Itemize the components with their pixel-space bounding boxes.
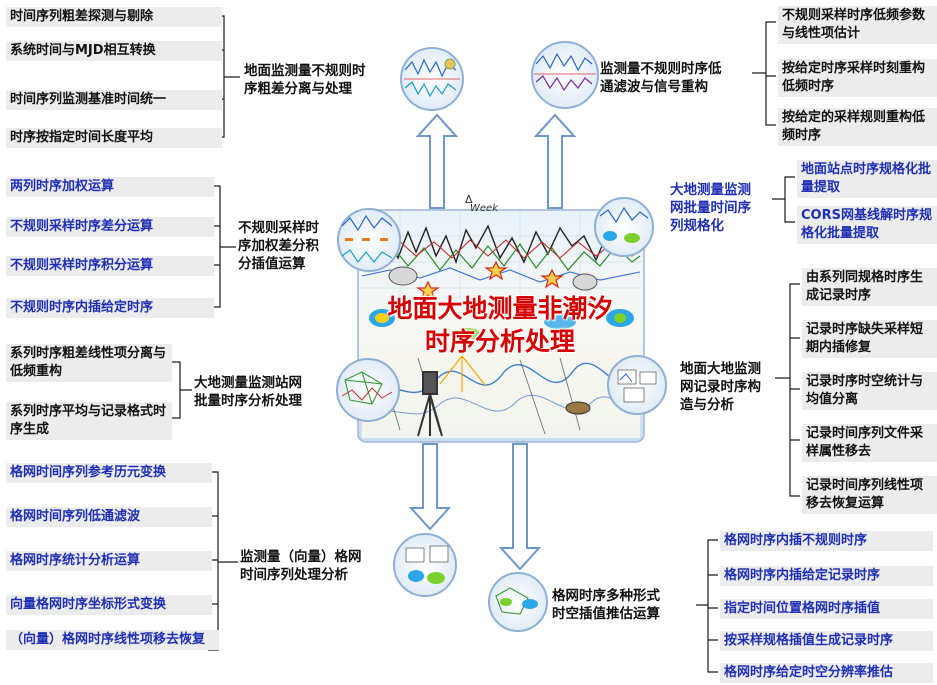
module-6-title: 地面大地监测网记录时序构造与分析 <box>680 361 761 413</box>
module-1-item: 时序按指定时间长度平均 <box>6 128 222 148</box>
module-3-item: 两列时序加权运算 <box>6 177 214 197</box>
module-4-item: CORS网基线解时序规格化批量提取 <box>797 206 937 244</box>
module-5-title: 大地测量监测站网批量时序分析处理 <box>194 375 302 409</box>
module-3-item: 不规则采样时序差分运算 <box>6 217 214 237</box>
thumb-m1 <box>400 47 464 111</box>
module-4-title: 大地测量监测网批量时间序列规格化 <box>670 182 751 234</box>
module-6-item: 由系列同规格时序生成记录时序 <box>802 268 937 306</box>
module-6-item: 记录时序缺失采样短期内插修复 <box>802 320 937 358</box>
module-3-title: 不规则采样时序加权差分积分插值运算 <box>238 220 319 272</box>
module-6-item: 记录时序时空统计与均值分离 <box>802 372 937 410</box>
arrow-up-left <box>415 113 459 209</box>
module-1-title: 地面监测量不规则时序粗差分离与处理 <box>244 63 366 97</box>
thumb-m3 <box>337 208 401 272</box>
thumb-m6 <box>607 355 667 415</box>
module-7-item: 向量格网时序坐标形式变换 <box>6 595 212 615</box>
thumb-m8 <box>488 572 548 632</box>
module-1-item: 系统时间与MJD相互转换 <box>6 41 222 61</box>
delta-symbol: Δ <box>465 193 473 206</box>
thumb-m5 <box>336 358 400 422</box>
module-8-item: 格网时序内插不规则时序 <box>720 531 933 551</box>
module-7-title: 监测量（向量）格网时间序列处理分析 <box>240 549 362 583</box>
module-8-item: 按采样规格插值生成记录时序 <box>720 631 933 651</box>
module-3-item: 不规则时序内插给定时序 <box>6 298 214 318</box>
thumb-m7 <box>393 533 457 597</box>
module-7-item: 格网时序统计分析运算 <box>6 551 212 571</box>
connectors <box>170 15 800 673</box>
thumb-m2 <box>531 41 599 109</box>
module-8-item: 格网时序内插给定记录时序 <box>720 566 933 586</box>
module-8-item: 格网时序给定时空分辨率推估 <box>720 663 933 683</box>
module-6-item: 记录时间序列文件采样属性移去 <box>802 424 937 462</box>
thumb-m4 <box>594 197 654 257</box>
module-5-item: 系列时序粗差线性项分离与低频重构 <box>6 344 172 382</box>
module-7-item: （向量）格网时序线性项移去恢复 <box>6 630 219 650</box>
module-8-item: 指定时间位置格网时序插值 <box>720 599 933 619</box>
module-1-item: 时间序列粗差探测与剔除 <box>6 7 222 27</box>
module-2-item: 按给定的采样规则重构低频时序 <box>778 108 937 146</box>
module-2-item: 不规则采样时序低频参数与线性项估计 <box>778 6 937 44</box>
module-2-item: 按给定时序采样时刻重构低频时序 <box>778 59 937 97</box>
arrow-down-left <box>408 443 452 531</box>
module-4-item: 地面站点时序规格化批量提取 <box>797 160 937 198</box>
center-title-line2: 时序分析处理 <box>424 327 575 356</box>
center-title-line1: 地面大地测量非潮汐 <box>387 294 613 323</box>
module-5-item: 系列时序平均与记录格式时序生成 <box>6 402 172 440</box>
module-6-item: 记录时间序列线性项移去恢复运算 <box>802 476 937 514</box>
center-illustration <box>357 209 645 443</box>
arrow-down-right <box>498 443 542 571</box>
module-8-title: 格网时序多种形式时空插值推估运算 <box>552 588 660 622</box>
week-axis-label: Week <box>470 203 499 214</box>
module-2-title: 监测量不规则时序低通滤波与信号重构 <box>600 61 722 95</box>
module-1-item: 时间序列监测基准时间统一 <box>6 90 222 110</box>
module-7-item: 格网时间序列参考历元变换 <box>6 463 212 483</box>
module-3-item: 不规则采样时序积分运算 <box>6 256 214 276</box>
arrow-up-right <box>533 113 577 209</box>
module-7-item: 格网时间序列低通滤波 <box>6 507 212 527</box>
